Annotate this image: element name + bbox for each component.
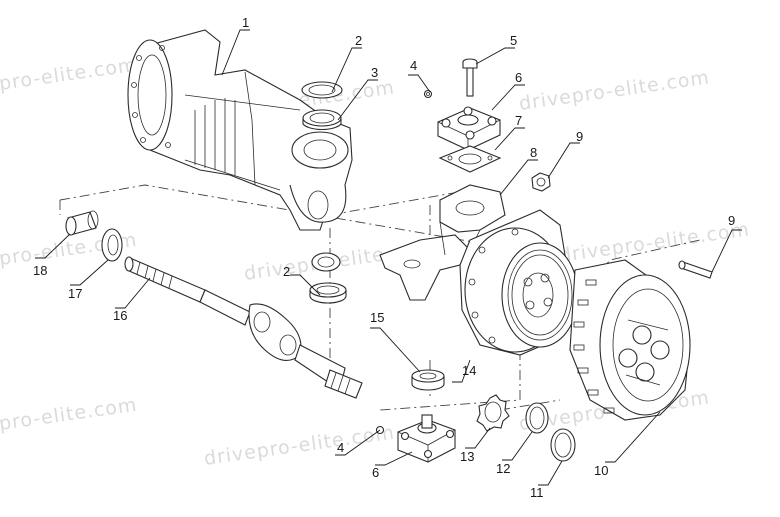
lock-washer bbox=[476, 394, 510, 432]
callout-9-lower: 9 bbox=[728, 213, 735, 228]
callout-7: 7 bbox=[515, 113, 522, 128]
callout-16: 16 bbox=[113, 308, 127, 323]
callout-9-upper: 9 bbox=[576, 129, 583, 144]
axle-housing bbox=[127, 29, 353, 231]
king-pin-cap-top bbox=[437, 106, 501, 151]
callout-1: 1 bbox=[242, 15, 249, 30]
callout-15: 15 bbox=[370, 310, 384, 325]
thrust-washer bbox=[411, 369, 445, 391]
steering-knuckle bbox=[379, 184, 506, 301]
wheel-hub bbox=[569, 259, 691, 421]
watermark-text: drivepro-elite.com bbox=[203, 421, 397, 470]
callout-6-lower: 6 bbox=[372, 465, 379, 480]
callout-4-upper: 4 bbox=[410, 58, 417, 73]
seal-ring bbox=[101, 228, 123, 262]
gasket bbox=[438, 145, 502, 173]
king-pin-cap-bottom bbox=[397, 414, 456, 463]
watermark-text: drivepro-elite.com bbox=[518, 66, 712, 115]
bolt bbox=[462, 58, 478, 97]
callout-13: 13 bbox=[460, 449, 474, 464]
wheel-nut bbox=[531, 172, 551, 192]
watermark-text: pro-elite.com bbox=[0, 54, 139, 95]
wheel-stud bbox=[678, 260, 713, 279]
circlip-12 bbox=[525, 402, 549, 434]
callout-5: 5 bbox=[510, 33, 517, 48]
circlip-11 bbox=[550, 428, 576, 462]
grease-nipple-top bbox=[423, 89, 433, 99]
watermark-text: drivepro-elite.com bbox=[558, 218, 752, 267]
callout-2-lower: 2 bbox=[283, 264, 290, 279]
watermark-text: pro-elite.com bbox=[0, 394, 139, 435]
callout-14: 14 bbox=[462, 363, 476, 378]
callout-2-upper: 2 bbox=[355, 33, 362, 48]
hub-carrier bbox=[459, 209, 579, 356]
drive-shaft bbox=[124, 256, 363, 399]
bushing bbox=[65, 210, 99, 236]
callout-18: 18 bbox=[33, 263, 47, 278]
callout-11: 11 bbox=[530, 485, 544, 500]
callout-12: 12 bbox=[496, 461, 510, 476]
callout-8: 8 bbox=[530, 145, 537, 160]
callouts: 1 2 3 4 5 6 7 8 9 9 10 11 12 13 14 15 2 bbox=[33, 15, 742, 500]
callout-3: 3 bbox=[371, 65, 378, 80]
upper-bearing-set bbox=[301, 81, 343, 131]
callout-6-upper: 6 bbox=[515, 70, 522, 85]
callout-10: 10 bbox=[594, 463, 608, 478]
callout-17: 17 bbox=[68, 286, 82, 301]
callout-4-lower: 4 bbox=[337, 440, 344, 455]
